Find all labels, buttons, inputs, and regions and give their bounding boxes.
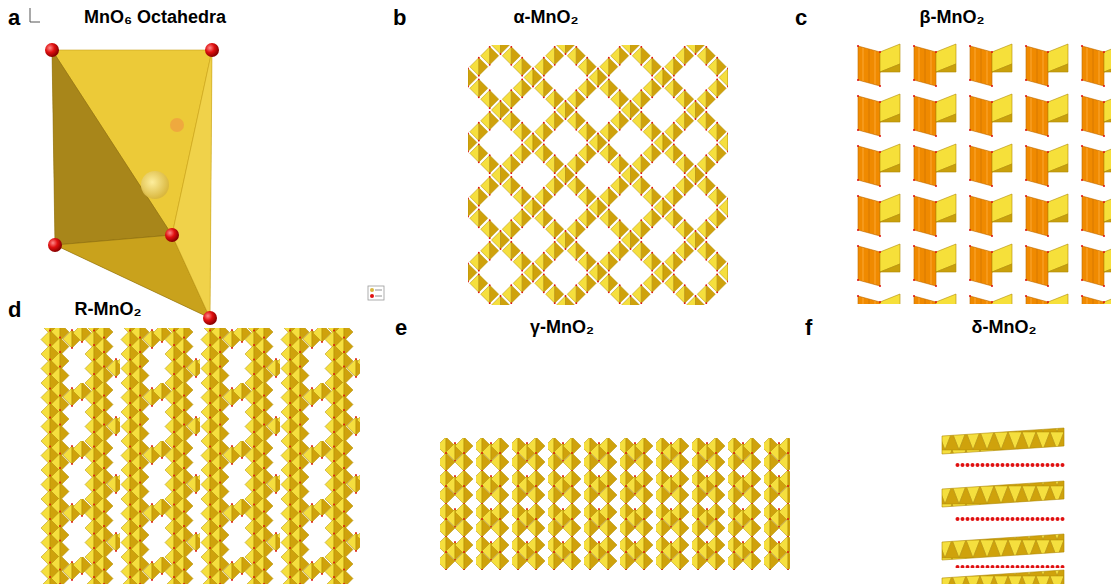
- alpha-lattice: [468, 45, 728, 305]
- panel-letter: f: [805, 316, 812, 340]
- panel-letter: a: [8, 6, 20, 30]
- panel-title: R-MnO₂: [75, 300, 142, 320]
- atom-legend-icon: [368, 286, 384, 300]
- panel-title: α-MnO₂: [513, 8, 578, 28]
- axis-indicator: [30, 8, 40, 22]
- gamma-lattice: [440, 438, 790, 570]
- octahedron: [45, 43, 219, 325]
- panel-title: β-MnO₂: [920, 8, 985, 28]
- ramsdellite-lattice: [40, 328, 360, 584]
- panel-letter: c: [795, 6, 807, 30]
- panel-title: MnO₆ Octahedra: [84, 8, 226, 28]
- panel-title: δ-MnO₂: [972, 318, 1037, 338]
- panel-letter: d: [8, 298, 21, 322]
- beta-lattice: [855, 42, 1111, 304]
- panel-title: γ-MnO₂: [530, 318, 594, 338]
- panel-letter: e: [395, 316, 407, 340]
- delta-layers: [942, 428, 1065, 584]
- panel-letter: b: [393, 6, 406, 30]
